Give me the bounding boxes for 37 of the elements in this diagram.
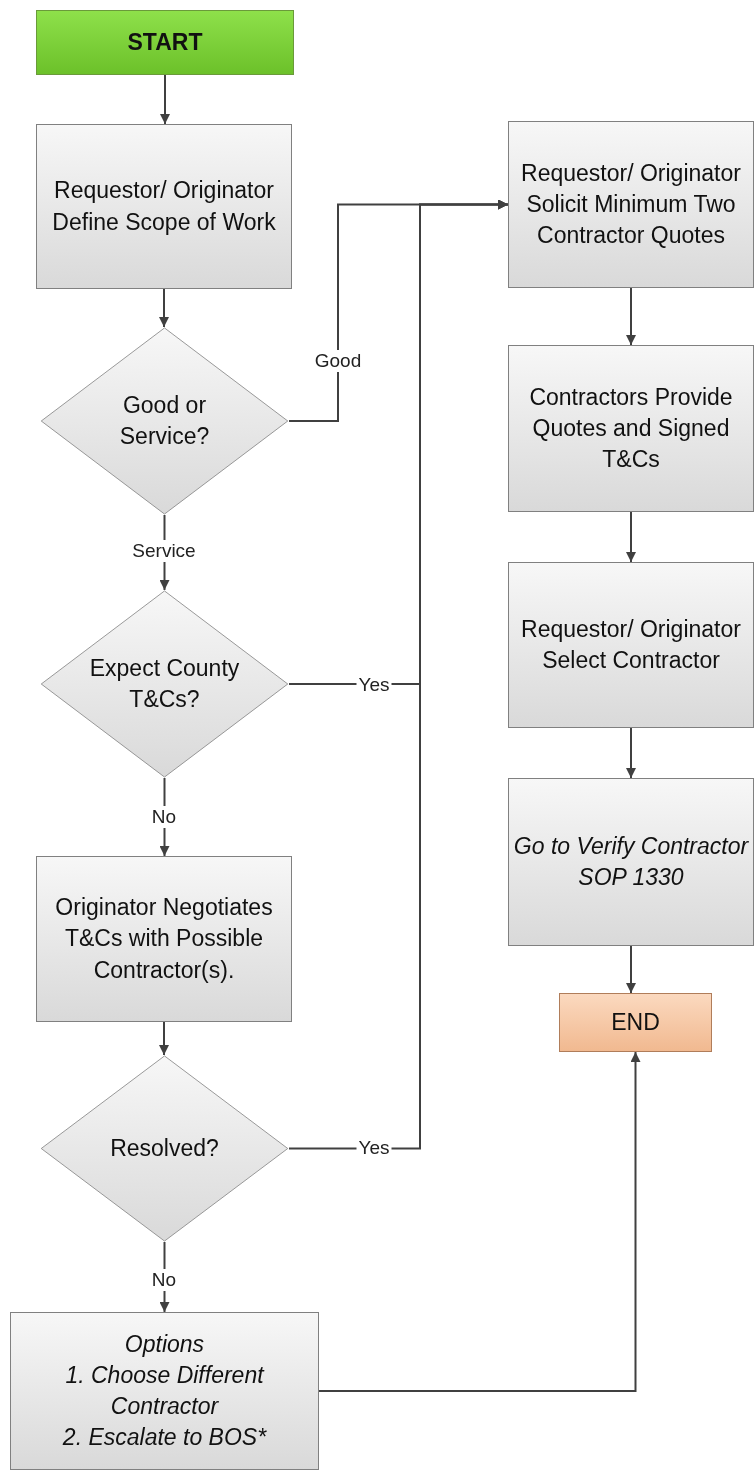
box-text: Options [124,1329,205,1359]
edge-label: Good [312,350,364,372]
process-box [36,124,292,289]
box-text: Originator Negotiates T&Cs with Possible Contractor(s). [54,893,274,985]
box-text: Requestor/ Originator Define Scope of Work [51,176,277,237]
box-text: Requestor/ Originator Select Contractor [520,614,742,675]
arrow [626,287,636,346]
arrow [626,945,636,994]
arrow [288,199,509,1150]
decision-diamond [40,590,289,778]
process-box [10,1312,319,1470]
decision-text: Expect County T&Cs? [89,653,240,714]
arrow [159,288,169,328]
box-text: Contractors Provide Quotes and Signed T&Cs [528,382,734,474]
process-box [36,856,292,1022]
arrow [626,727,636,779]
box-text: 1. Choose Different Contractor [64,1360,266,1421]
box-text: 2. Escalate to BOS* [62,1423,267,1453]
process-box [508,778,754,946]
box-text: Go to Verify Contractor SOP 1330 [512,831,750,892]
decision-diamond [40,327,289,515]
arrow [626,511,636,563]
start-terminal [36,10,294,75]
process-box [508,121,754,288]
arrow [159,1021,169,1056]
decision-diamond [40,1055,289,1242]
box-text: START [127,27,203,57]
arrow [160,74,170,125]
edge-label: Service [130,540,198,562]
process-box [508,562,754,728]
end-terminal [559,993,712,1052]
decision-text: Resolved? [110,1133,219,1163]
decision-text: Good or Service? [118,390,211,451]
box-text: END [611,1007,660,1037]
arrow [318,1051,641,1392]
process-box [508,345,754,512]
box-text: Requestor/ Originator Solicit Minimum Two Contractor Quotes [520,158,742,250]
